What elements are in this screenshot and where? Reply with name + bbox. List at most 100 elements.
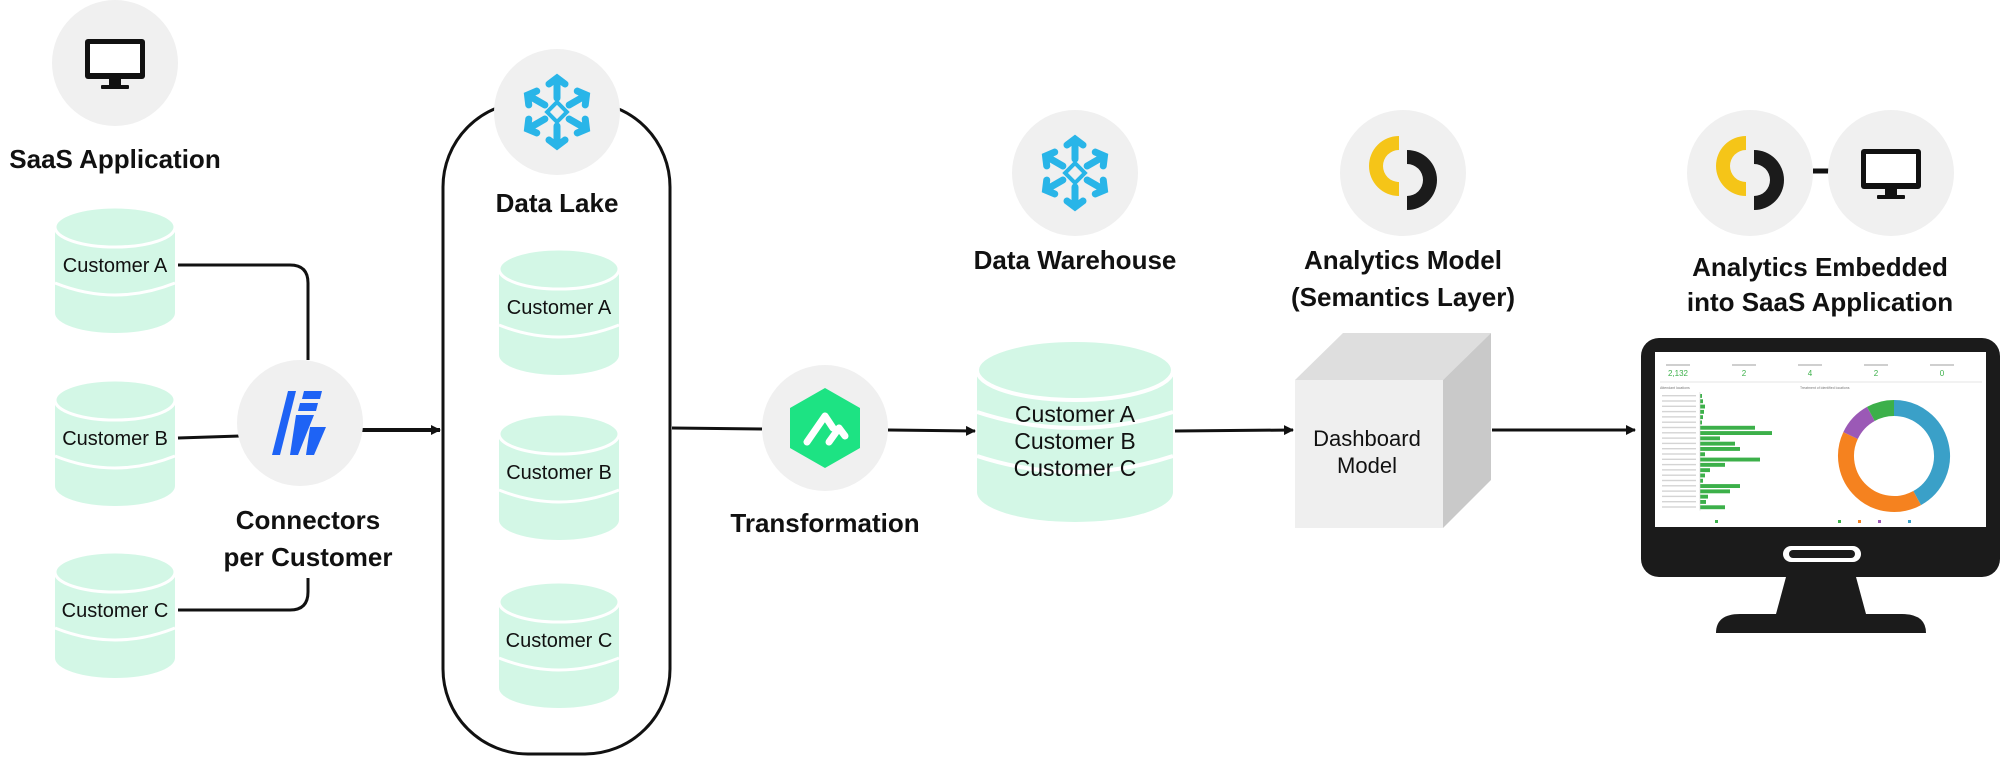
warehouse-label-b: Customer B (1014, 428, 1135, 454)
bar-category-label (1662, 479, 1696, 482)
kpi-label (1666, 364, 1690, 366)
saas-application-title: SaaS Application (9, 144, 220, 174)
analytics-model-icon-circle (1340, 110, 1466, 236)
cube-label-line1: Dashboard (1313, 426, 1421, 451)
analytics-model-title-line1: Analytics Model (1304, 245, 1502, 275)
bar-category-label (1662, 495, 1696, 498)
lake-cylinder-a: Customer A (497, 247, 621, 375)
bar (1700, 473, 1705, 478)
warehouse-label-a: Customer A (1015, 401, 1136, 427)
bar (1700, 462, 1725, 467)
bar (1700, 415, 1703, 420)
warehouse-icon-circle (1012, 110, 1138, 236)
kpi-value: 2,132 (1668, 369, 1689, 378)
bar-category-label (1662, 463, 1696, 466)
embedded-sigma-circle (1687, 110, 1813, 236)
cube-label-line2: Model (1337, 453, 1397, 478)
source-cylinder-b: Customer B (53, 378, 177, 506)
bar (1700, 452, 1705, 457)
arrow-transform-to-warehouse (887, 425, 976, 436)
bar-category-label (1662, 410, 1696, 413)
data-lake-icon-circle (494, 49, 620, 175)
bar-category-label (1662, 485, 1696, 487)
bar-category-label (1662, 474, 1696, 476)
bar (1700, 431, 1772, 435)
dashboard-bar-chart (1662, 392, 1772, 511)
lake-label-c: Customer C (506, 630, 613, 652)
bar (1700, 484, 1740, 488)
bar (1700, 441, 1735, 446)
donut-segment (1843, 406, 1876, 440)
svg-text:Attendant locations: Attendant locations (1660, 386, 1690, 390)
analytics-embedded-title-line1: Analytics Embedded (1692, 252, 1948, 282)
kpi-label (1732, 364, 1756, 366)
donut-segment (1893, 400, 1950, 506)
bar-category-label (1662, 416, 1696, 418)
line-customer-c (178, 578, 310, 612)
kpi-value: 2 (1742, 369, 1747, 378)
line-customer-a (178, 263, 310, 360)
embedded-monitor: 2,132 2 4 2 0 Attendant locations Treatment … (1641, 338, 2000, 633)
connectors-label-line1: Connectors (236, 505, 380, 535)
data-lake-title: Data Lake (496, 188, 619, 218)
dashboard-model-cube: Dashboard Model (1295, 333, 1491, 528)
svg-text:Treatment of identified locati: Treatment of identified locations (1800, 386, 1850, 390)
analytics-model-title-line2: (Semantics Layer) (1291, 282, 1515, 312)
kpi-value: 4 (1808, 369, 1813, 378)
data-warehouse-node: Data Warehouse Customer A Customer B Cus… (974, 110, 1177, 522)
dashboard-donut-chart (1838, 400, 1950, 512)
bar-category-label (1662, 405, 1696, 407)
bar (1700, 494, 1708, 499)
dashboard-kpi-row: 2,132 2 4 2 0 (1666, 364, 1954, 378)
bar-category-label (1662, 432, 1696, 434)
transformation-title: Transformation (730, 508, 919, 538)
bar-category-label (1662, 442, 1696, 445)
bar (1700, 399, 1703, 404)
warehouse-label-c: Customer C (1014, 455, 1137, 481)
source-label-a: Customer A (63, 255, 168, 277)
bar (1700, 420, 1702, 425)
bar-category-label (1662, 506, 1696, 508)
bar-category-label (1662, 448, 1696, 450)
bar (1700, 436, 1720, 441)
bar-category-label (1662, 426, 1696, 429)
line-customer-b (177, 434, 241, 440)
saas-application-node: SaaS Application (9, 0, 221, 174)
bar (1700, 409, 1704, 414)
line-lake-to-transform (671, 426, 763, 431)
kpi-value: 2 (1874, 369, 1879, 378)
dashboard-legend (1715, 520, 1911, 523)
bar-category-label (1662, 437, 1696, 439)
lake-cylinder-c: Customer C (497, 580, 621, 708)
bar (1700, 468, 1710, 473)
source-databases: Customer A Customer B Customer C (53, 205, 177, 678)
arrow-warehouse-to-model (1174, 425, 1294, 436)
source-label-c: Customer C (62, 600, 169, 622)
warehouse-cylinder: Customer A Customer B Customer C (975, 338, 1175, 522)
bar-category-label (1662, 490, 1696, 492)
source-cylinder-c: Customer C (53, 550, 177, 678)
bar (1700, 489, 1730, 494)
connectors-label-line2: per Customer (223, 542, 392, 572)
bar-category-label (1662, 469, 1696, 471)
bar-category-label (1662, 400, 1696, 402)
bar (1700, 457, 1760, 462)
source-label-b: Customer B (62, 428, 168, 450)
monitor-neck (1776, 577, 1866, 614)
fivetran-icon (272, 391, 326, 455)
source-cylinder-a: Customer A (53, 205, 177, 333)
bar (1700, 447, 1740, 451)
bar (1700, 505, 1725, 510)
monitor-base (1716, 614, 1926, 633)
data-lake-node: Data Lake Customer A Customer B Customer… (441, 49, 672, 756)
bar (1700, 404, 1705, 409)
analytics-model-node: Analytics Model (Semantics Layer) Dashbo… (1291, 110, 1515, 528)
data-warehouse-title: Data Warehouse (974, 245, 1177, 275)
bar-category-label (1662, 501, 1696, 503)
kpi-value: 0 (1940, 369, 1945, 378)
bar (1700, 425, 1755, 430)
bar (1700, 478, 1703, 483)
transformation-node: Transformation (730, 365, 920, 538)
analytics-embedded-title-line2: into SaaS Application (1687, 287, 1953, 317)
